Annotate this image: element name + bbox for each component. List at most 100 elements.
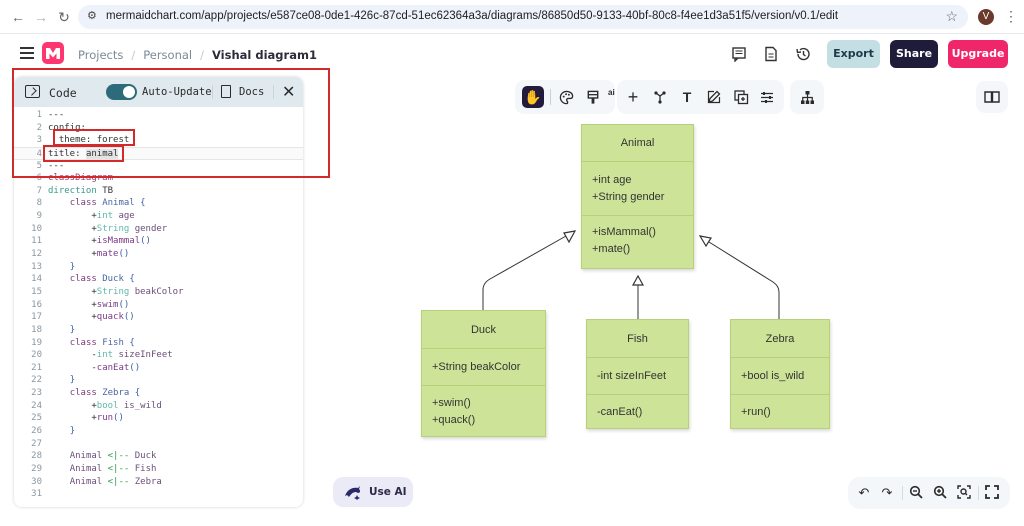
code-line[interactable]: 27 <box>14 438 303 451</box>
connector-icon[interactable] <box>649 86 671 108</box>
site-settings-icon[interactable]: ⚙ <box>87 10 97 22</box>
document-icon[interactable] <box>763 46 779 62</box>
menu-icon[interactable] <box>20 47 34 59</box>
diagram-title[interactable]: Vishal diagram1 <box>211 48 317 62</box>
line-content[interactable]: +swim() <box>48 299 130 310</box>
code-line[interactable]: 24 +bool is_wild <box>14 400 303 413</box>
class-animal[interactable]: Animal +int age +String gender +isMammal… <box>581 124 694 269</box>
code-line[interactable]: 11 +isMammal() <box>14 235 303 248</box>
line-content[interactable]: class Zebra { <box>69 388 141 399</box>
line-content[interactable]: +isMammal() <box>48 236 151 247</box>
line-content[interactable]: -int sizeInFeet <box>48 350 173 361</box>
text-tool-icon[interactable]: T <box>682 89 692 105</box>
upgrade-button[interactable]: Upgrade <box>948 40 1008 68</box>
code-line[interactable]: 14 class Duck { <box>14 273 303 286</box>
line-content[interactable]: class Fish { <box>69 337 135 348</box>
class-zebra[interactable]: Zebra +bool is_wild +run() <box>730 319 830 429</box>
browser-menu-icon[interactable]: ⋮ <box>1004 8 1018 24</box>
code-line[interactable]: 12 +mate() <box>14 248 303 261</box>
line-content[interactable]: --- <box>48 110 65 120</box>
layout-tree-icon[interactable] <box>796 86 818 108</box>
code-line[interactable]: 21 -canEat() <box>14 362 303 375</box>
url-text[interactable]: mermaidchart.com/app/projects/e587ce08-0… <box>106 10 839 22</box>
comment-icon[interactable] <box>731 46 747 63</box>
code-line[interactable]: 16 +swim() <box>14 299 303 312</box>
code-line[interactable]: 13 } <box>14 261 303 274</box>
code-line[interactable]: 9 +int age <box>14 210 303 223</box>
line-content[interactable]: +mate() <box>48 249 130 260</box>
redo-icon[interactable]: ↷ <box>881 485 893 500</box>
line-content[interactable]: --- <box>48 160 65 171</box>
line-content[interactable]: Animal <|-- Fish <box>69 463 157 474</box>
line-content[interactable]: config: <box>48 122 86 133</box>
zoom-in-icon[interactable] <box>932 485 948 501</box>
palette-icon[interactable] <box>555 86 577 108</box>
edit-pencil-icon[interactable] <box>703 86 725 108</box>
line-content[interactable]: class Animal { <box>69 198 146 209</box>
code-line[interactable]: 31 <box>14 488 303 501</box>
code-line[interactable]: 8 class Animal { <box>14 197 303 210</box>
line-content[interactable]: +String gender <box>48 223 168 234</box>
breadcrumb-personal[interactable]: Personal <box>143 48 193 62</box>
line-content[interactable]: title: animal <box>48 148 119 159</box>
history-icon[interactable] <box>795 46 811 62</box>
line-content[interactable]: } <box>69 324 76 335</box>
code-line[interactable]: 22 } <box>14 374 303 387</box>
zoom-out-icon[interactable] <box>908 485 924 501</box>
code-line[interactable]: 10 +String gender <box>14 223 303 236</box>
code-line[interactable]: 28 Animal <|-- Duck <box>14 450 303 463</box>
back-icon[interactable]: ← <box>11 9 25 25</box>
line-content[interactable]: class Duck { <box>69 274 135 285</box>
line-content[interactable]: theme: forest <box>48 135 130 146</box>
line-content[interactable]: } <box>69 261 76 272</box>
code-line[interactable]: 20 -int sizeInFeet <box>14 349 303 362</box>
settings-sliders-icon[interactable] <box>756 86 778 108</box>
forward-icon[interactable]: → <box>34 9 48 25</box>
add-icon[interactable]: + <box>627 86 639 107</box>
code-line[interactable]: 17 +quack() <box>14 311 303 324</box>
line-content[interactable]: +bool is_wild <box>48 400 162 411</box>
address-bar[interactable]: ⚙ mermaidchart.com/app/projects/e587ce08… <box>78 5 968 29</box>
code-line[interactable]: 26 } <box>14 425 303 438</box>
undo-icon[interactable]: ↶ <box>858 485 870 500</box>
share-button[interactable]: Share <box>890 40 938 68</box>
class-fish[interactable]: Fish -int sizeInFeet -canEat() <box>586 319 689 429</box>
docs-panel-button[interactable] <box>976 81 1008 113</box>
line-content[interactable]: -canEat() <box>48 362 141 373</box>
fullscreen-icon[interactable] <box>984 485 1000 501</box>
use-ai-button[interactable]: Use AI <box>333 477 413 507</box>
profile-avatar[interactable]: V <box>978 9 994 25</box>
class-duck[interactable]: Duck +String beakColor +swim() +quack() <box>421 310 546 437</box>
bookmark-star-icon[interactable]: ☆ <box>945 8 958 24</box>
line-content[interactable]: Animal <|-- Zebra <box>69 476 162 487</box>
code-line[interactable]: 3 theme: forest <box>14 134 303 147</box>
code-line[interactable]: 1--- <box>14 109 303 122</box>
breadcrumb-projects[interactable]: Projects <box>78 48 124 62</box>
code-line[interactable]: 18 } <box>14 324 303 337</box>
line-content[interactable]: +int age <box>48 211 135 222</box>
line-content[interactable]: +String beakColor <box>48 286 184 297</box>
format-painter-icon[interactable] <box>582 86 604 108</box>
line-content[interactable]: } <box>69 375 76 386</box>
close-icon[interactable]: ✕ <box>282 84 296 101</box>
code-line[interactable]: 19 class Fish { <box>14 337 303 350</box>
auto-update-toggle[interactable] <box>106 84 137 100</box>
line-content[interactable]: +quack() <box>48 312 135 323</box>
line-content[interactable]: direction TB <box>48 185 114 196</box>
mermaid-logo[interactable] <box>42 42 64 64</box>
code-line[interactable]: 5--- <box>14 160 303 173</box>
line-content[interactable]: +run() <box>48 413 124 424</box>
zoom-fit-icon[interactable] <box>956 485 972 501</box>
line-content[interactable]: classDiagram <box>48 173 114 184</box>
docs-button[interactable]: Docs <box>239 86 265 98</box>
code-line[interactable]: 15 +String beakColor <box>14 286 303 299</box>
code-line[interactable]: 25 +run() <box>14 412 303 425</box>
hand-tool-icon[interactable]: ✋ <box>522 86 544 108</box>
export-button[interactable]: Export <box>827 40 880 68</box>
book-icon[interactable] <box>221 85 231 98</box>
